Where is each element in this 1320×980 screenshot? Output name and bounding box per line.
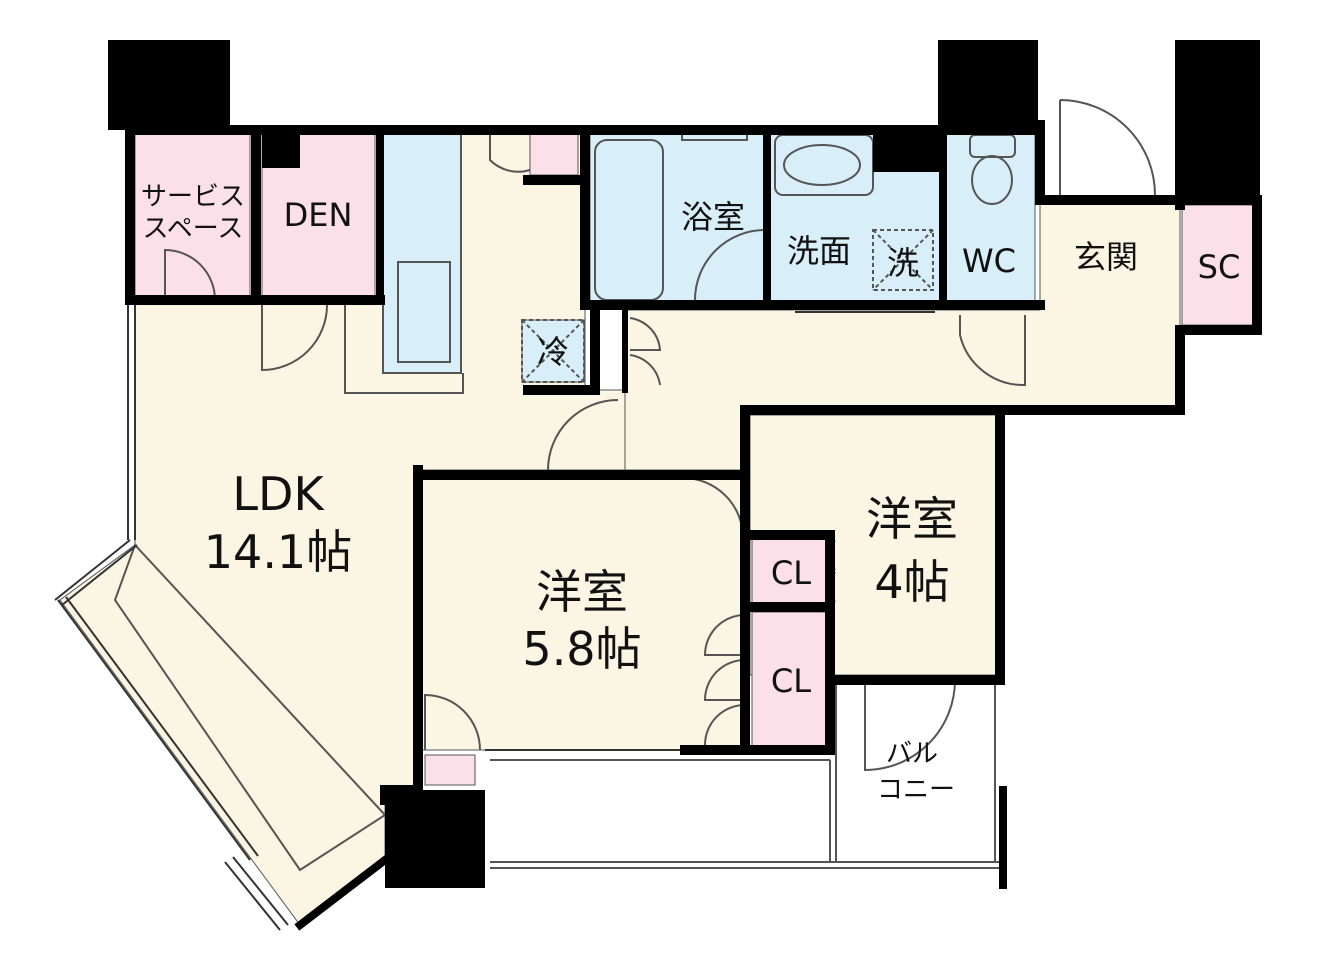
western-room-1-size-label: 5.8帖 xyxy=(522,622,641,676)
kitchen-outline xyxy=(344,305,464,394)
hall-door-top xyxy=(489,130,531,173)
den-label: DEN xyxy=(284,196,353,234)
western-room-2-size-label: 4帖 xyxy=(874,555,949,609)
washbasin-bowl xyxy=(783,144,861,186)
den-door xyxy=(261,304,328,372)
outer-wall-sc xyxy=(995,195,1262,415)
ldk-label: LDK xyxy=(232,467,325,521)
bay-window-inner xyxy=(113,543,387,872)
closet-2-floor xyxy=(751,611,831,748)
toilet-bowl xyxy=(971,155,1013,205)
kitchen-sink xyxy=(397,261,451,363)
column-top-right xyxy=(1175,40,1260,205)
balcony-label-2: コニー xyxy=(877,775,955,805)
western1-door-bottom xyxy=(424,693,481,751)
bathroom-floor xyxy=(589,129,766,306)
bath-label: 浴室 xyxy=(681,198,745,236)
hall-closet-doors xyxy=(629,317,662,386)
closet-1-label: CL xyxy=(771,554,811,592)
service-space-label-1: サービス xyxy=(141,182,245,212)
entrance-door xyxy=(1059,99,1156,196)
bay-window-2 xyxy=(61,544,138,606)
small-storage-floor xyxy=(424,754,476,786)
structural-columns xyxy=(108,40,1260,888)
closet-wall xyxy=(680,530,835,755)
bay-window-6 xyxy=(232,856,289,926)
bay-window-1 xyxy=(54,539,131,601)
entry-closet-floor xyxy=(529,129,579,176)
wc-floor xyxy=(944,129,1036,311)
closet2-doors xyxy=(703,614,746,746)
hall-wall-1 xyxy=(523,305,600,395)
bay-window-4 xyxy=(65,596,259,857)
wc-label: WC xyxy=(962,242,1016,280)
bay-outer-wall xyxy=(294,854,391,931)
washer-pan xyxy=(872,229,934,291)
western2-wall xyxy=(740,405,1005,685)
column-top-left xyxy=(108,40,230,130)
fridge-x2 xyxy=(521,319,585,383)
washroom-door xyxy=(694,229,766,301)
washer-pan-x2 xyxy=(872,229,934,291)
washer-label: 洗 xyxy=(887,244,919,282)
column-bottom xyxy=(385,790,485,888)
fixtures xyxy=(113,131,1016,872)
column-top-mid xyxy=(938,40,1038,130)
ldk-size-label: 14.1帖 xyxy=(204,525,352,579)
column-den xyxy=(262,130,300,168)
balcony-label-1: バル xyxy=(886,739,938,769)
windows xyxy=(54,305,965,931)
refrigerator-label: 冷 xyxy=(537,333,569,371)
entrance-label: 玄関 xyxy=(1074,238,1138,276)
fridge-box xyxy=(521,319,585,383)
western-room-1-label: 洋室 xyxy=(536,565,628,619)
balcony-door xyxy=(864,679,956,772)
column-wash xyxy=(873,130,943,172)
room-labels: LDK 14.1帖 洋室 5.8帖 洋室 4帖 サービス スペース DEN 浴室… xyxy=(141,182,1240,805)
ldk-door xyxy=(547,399,619,471)
bay-window-3 xyxy=(57,599,251,861)
shoe-closet-label: SC xyxy=(1198,248,1241,286)
bay-window-5 xyxy=(224,861,281,931)
western-room-1-floor xyxy=(417,469,746,751)
bath-block-wall xyxy=(580,125,1045,310)
washroom-label: 洗面 xyxy=(787,232,851,270)
western-room-2-label: 洋室 xyxy=(866,492,958,546)
closet-2-label: CL xyxy=(771,662,811,700)
balcony xyxy=(490,680,1000,869)
service-space-label-2: スペース xyxy=(143,214,244,244)
wc-door xyxy=(959,315,1026,387)
service-door xyxy=(164,248,216,301)
